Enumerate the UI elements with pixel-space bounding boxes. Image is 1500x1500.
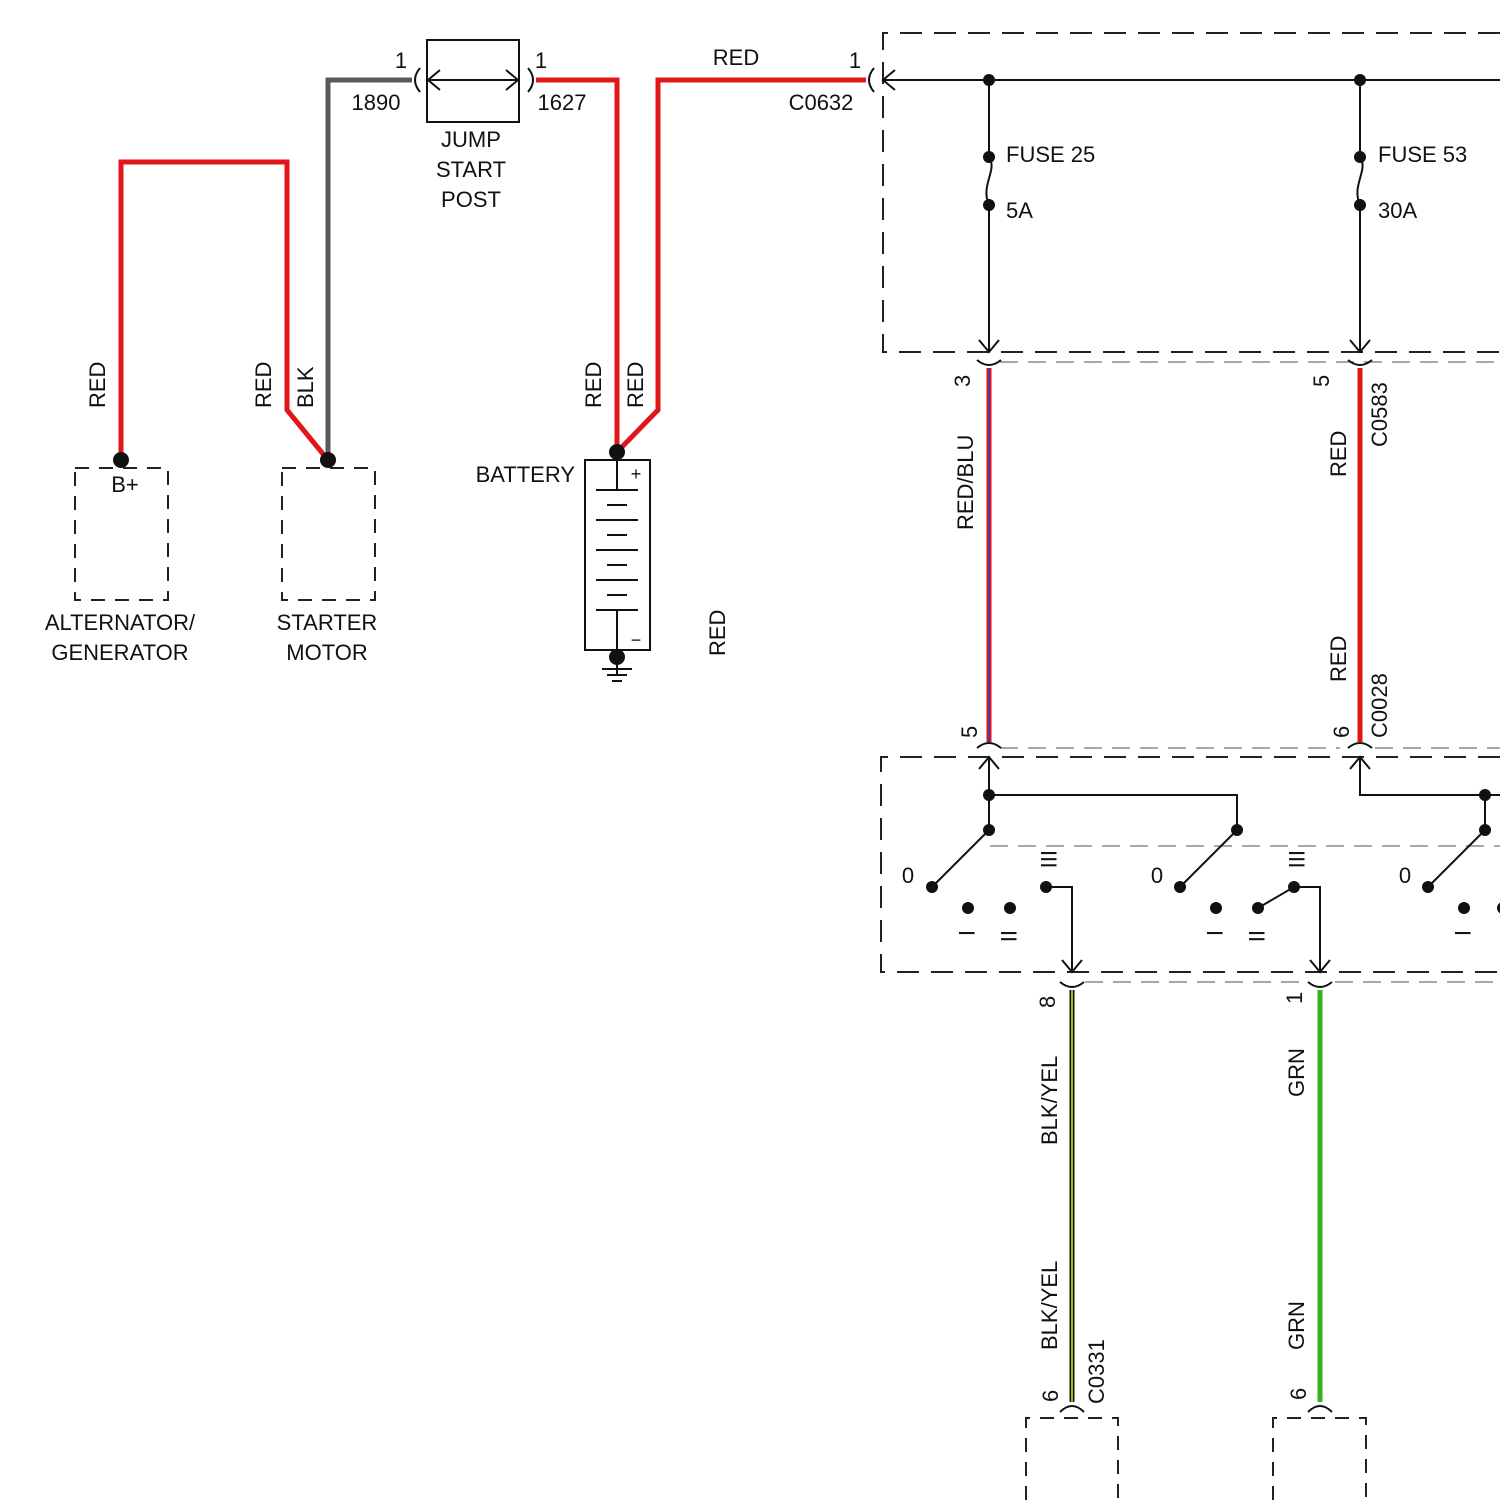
blk-yel-label-lower: BLK/YEL xyxy=(1037,1261,1062,1350)
bottom-component-left xyxy=(1026,1418,1118,1500)
s2-pos-1: I xyxy=(1202,930,1227,936)
grn-label-lower: GRN xyxy=(1284,1301,1309,1350)
fuse25-out-pin: 3 xyxy=(950,375,975,387)
starter-blk-wire xyxy=(328,80,412,460)
alternator-red-wire xyxy=(121,162,328,460)
bottom-pin-b: 6 xyxy=(1286,1388,1311,1400)
jump-left-id: 1890 xyxy=(352,90,401,115)
jump-start-label-line1: JUMP xyxy=(441,127,501,152)
jump-start-label-line3: POST xyxy=(441,187,501,212)
fuse-53: FUSE 53 30A xyxy=(1350,80,1467,352)
c0028-red-label: RED xyxy=(1326,636,1351,682)
jump-left-pin: 1 xyxy=(395,48,407,73)
switch-out-pin-b: 1 xyxy=(1282,992,1307,1004)
s3-pos-1: I xyxy=(1450,930,1475,936)
alternator-label-line1: ALTERNATOR/ xyxy=(45,610,196,635)
alternator-label-line2: GENERATOR xyxy=(51,640,188,665)
blk-yel-label-upper: BLK/YEL xyxy=(1037,1056,1062,1145)
switch-in-pin-b: 6 xyxy=(1329,726,1354,738)
c0632-pin: 1 xyxy=(849,48,861,73)
batt-red-label-right: RED xyxy=(623,362,648,408)
switch-section-3: 0 I xyxy=(1399,824,1500,936)
batt-red-label-left: RED xyxy=(581,362,606,408)
s2-pos-3: III xyxy=(1284,850,1309,868)
c0632-id: C0632 xyxy=(789,90,854,115)
fuse-53-rating: 30A xyxy=(1378,198,1417,223)
fuse-box: FUSE 25 5A FUSE 53 30A xyxy=(869,33,1500,352)
jump-right-pin: 1 xyxy=(535,48,547,73)
s2-pos-0: 0 xyxy=(1151,863,1163,888)
c0331-id: C0331 xyxy=(1084,1339,1109,1404)
c0028-id: C0028 xyxy=(1367,673,1392,738)
alternator-generator: B+ ALTERNATOR/ GENERATOR xyxy=(45,452,196,665)
alternator-terminal-label: B+ xyxy=(111,472,139,497)
s1-pos-2: II xyxy=(996,930,1021,942)
fuse-25-name: FUSE 25 xyxy=(1006,142,1095,167)
starter-label-line2: MOTOR xyxy=(286,640,367,665)
battery-plus: + xyxy=(631,464,642,484)
starter-red-label: RED xyxy=(251,362,276,408)
s2-pos-2: II xyxy=(1244,930,1269,942)
fuse53-out-pin: 5 xyxy=(1309,375,1334,387)
ignition-switch: 0 I II III 0 I II III xyxy=(881,757,1500,972)
bottom-component-right xyxy=(1273,1418,1366,1500)
bottom-pin-a: 6 xyxy=(1038,1390,1063,1402)
starter-blk-label: BLK xyxy=(293,366,318,408)
s1-pos-1: I xyxy=(954,930,979,936)
jump-start-label-line2: START xyxy=(436,157,506,182)
jump-right-id: 1627 xyxy=(538,90,587,115)
alt-red-label: RED xyxy=(85,362,110,408)
top-red-label: RED xyxy=(713,45,759,70)
switch-in-pin-a: 5 xyxy=(957,726,982,738)
red-blu-label: RED/BLU xyxy=(953,435,978,530)
switch-out-pin-a: 8 xyxy=(1035,996,1060,1008)
battery-minus: − xyxy=(631,630,642,650)
c0583-red-label: RED xyxy=(1326,431,1351,477)
battery: + − BATTERY xyxy=(476,444,650,681)
s1-pos-0: 0 xyxy=(902,863,914,888)
jump-start-post: JUMP START POST xyxy=(415,40,533,212)
s1-pos-3: III xyxy=(1036,850,1061,868)
battery-to-c0632-red-wire xyxy=(617,80,866,452)
starter-label-line1: STARTER xyxy=(277,610,378,635)
s3-pos-0: 0 xyxy=(1399,863,1411,888)
c0583-id: C0583 xyxy=(1367,382,1392,447)
fuse-25-rating: 5A xyxy=(1006,198,1033,223)
fuse-53-name: FUSE 53 xyxy=(1378,142,1467,167)
fuse-25: FUSE 25 5A xyxy=(979,80,1095,352)
starter-motor: STARTER MOTOR xyxy=(277,452,378,665)
battery-label: BATTERY xyxy=(476,462,576,487)
grn-label-upper: GRN xyxy=(1284,1048,1309,1097)
lower-red-label: RED xyxy=(705,610,730,656)
